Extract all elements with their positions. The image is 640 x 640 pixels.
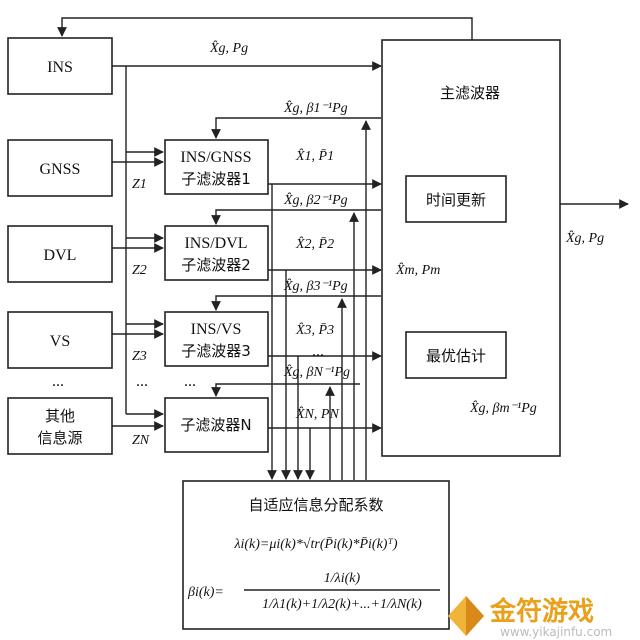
subfilter-3: INS/VS 子滤波器3 [164, 311, 269, 367]
source-other-line2: 信息源 [37, 429, 82, 447]
adaptive-eq2-lhs: βi(k)= [187, 585, 224, 600]
subfilter-1-line1: INS/GNSS [180, 149, 251, 166]
source-dvl: DVL [7, 225, 113, 283]
source-gnss-label: GNSS [40, 161, 81, 178]
subfilter-2: INS/DVL 子滤波器2 [164, 225, 269, 281]
source-ins-label: INS [47, 59, 73, 76]
time-update-label: 时间更新 [426, 191, 486, 209]
source-vs-label: VS [50, 333, 70, 350]
adaptive-title: 自适应信息分配系数 [248, 496, 383, 514]
z-label-2: Z2 [132, 263, 147, 278]
master-title: 主滤波器 [440, 84, 500, 102]
optimal-estimate-box [405, 331, 507, 379]
subfilter-dots: ... [184, 373, 196, 390]
signal-f1-out: X̂1, P̄1 [295, 148, 334, 164]
signal-fn-in: X̂g, βN⁻¹Pg [283, 364, 350, 380]
z-label-1: Z1 [132, 177, 147, 192]
watermark-url: www.yikajinfu.com [500, 625, 612, 639]
source-gnss: GNSS [7, 139, 113, 197]
z-label-3: Z3 [132, 349, 147, 364]
signal-f2-out: X̂2, P̄2 [295, 236, 334, 252]
watermark-text: 金符游戏 [489, 596, 594, 627]
watermark: 金符游戏 www.yikajinfu.com [448, 596, 612, 639]
signal-top: X̂g, Pg [209, 40, 248, 56]
signal-mid-dots: ... [312, 343, 324, 360]
source-dvl-label: DVL [44, 247, 77, 264]
signal-fn-out: X̂N, PN [295, 406, 339, 422]
subfilter-1: INS/GNSS 子滤波器1 [164, 139, 269, 195]
source-other-line1: 其他 [45, 407, 75, 425]
signal-f1-in: X̂g, β1⁻¹Pg [283, 100, 348, 116]
z-label-n: ZN [132, 433, 150, 448]
subfilter-1-line2: 子滤波器1 [181, 170, 251, 188]
signal-output: X̂g, Pg [565, 230, 604, 246]
source-ins: INS [7, 37, 113, 95]
subfilter-3-line2: 子滤波器3 [181, 342, 251, 360]
subfilter-n-label: 子滤波器N [180, 416, 251, 434]
source-vs: VS [7, 311, 113, 369]
subfilter-n: 子滤波器N [164, 397, 269, 453]
signal-f2-in: X̂g, β2⁻¹Pg [283, 192, 348, 208]
subfilter-3-line1: INS/VS [191, 321, 242, 338]
source-other: 其他 信息源 [7, 397, 113, 455]
xm-pm-label: X̂m, Pm [395, 262, 440, 278]
subfilter-2-line2: 子滤波器2 [181, 256, 251, 274]
signal-f3-in: X̂g, β3⁻¹Pg [283, 278, 348, 294]
subfilter-2-line1: INS/DVL [184, 235, 247, 252]
optimal-estimate-label: 最优估计 [426, 347, 486, 365]
source-dots: ... [52, 373, 64, 390]
master-filter: 主滤波器 时间更新 最优估计 X̂m, Pm [381, 39, 561, 457]
time-update-box [405, 175, 507, 223]
z-dots: ... [136, 373, 148, 390]
adaptive-eq1: λi(k)=μi(k)*√tr(P̄i(k)*P̄i(k)ᵀ) [233, 537, 397, 552]
xg-betam-label: X̂g, βm⁻¹Pg [469, 400, 537, 416]
adaptive-eq2-den: 1/λ1(k)+1/λ2(k)+...+1/λN(k) [262, 597, 422, 612]
adaptive-eq2-num: 1/λi(k) [324, 571, 361, 586]
adaptive-box: 自适应信息分配系数 λi(k)=μi(k)*√tr(P̄i(k)*P̄i(k)ᵀ… [182, 480, 450, 630]
signal-f3-out: X̂3, P̄3 [295, 322, 334, 338]
